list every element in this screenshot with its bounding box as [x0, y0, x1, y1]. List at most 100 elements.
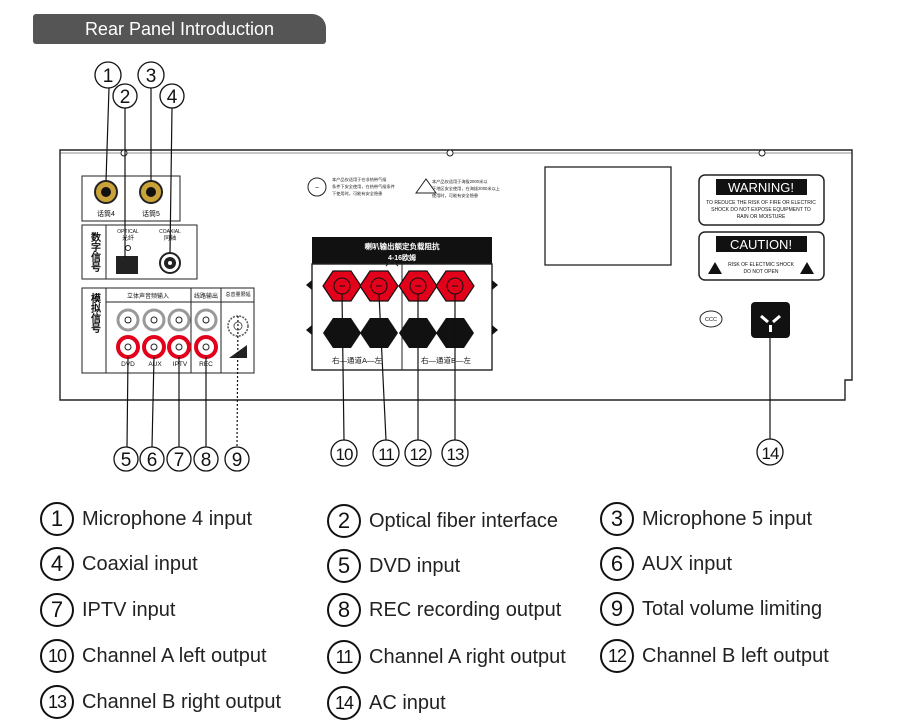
callout-9: 9	[224, 446, 250, 472]
notice-altitude: 本产品仅适用于海拔2000米以 下地区安全使用，在海拔2000米以上 使用时，可…	[415, 178, 500, 199]
callout-6: 6	[139, 446, 165, 472]
legend-number: 3	[600, 502, 634, 536]
optical-label-en: OPTICAL	[117, 229, 139, 235]
mic5-label: 话筒5	[142, 209, 160, 218]
leader-lines	[105, 87, 771, 448]
channel-a-label: 右—通道A—左	[332, 355, 383, 365]
legend-label: Channel A right output	[369, 645, 566, 668]
speaker-output-block: 喇叭输出额定负载阻抗 4-16欧姆	[306, 237, 498, 371]
volume-limit-label: 总音量限幅	[225, 291, 250, 298]
legend-number: 10	[40, 639, 74, 673]
optical-label-cn: 光纤	[122, 234, 134, 242]
svg-text:~: ~	[315, 185, 319, 192]
legend-label: Optical fiber interface	[369, 509, 558, 532]
legend-label: Microphone 4 input	[82, 507, 253, 530]
callout-4: 4	[159, 83, 185, 109]
callout-1: 1	[94, 61, 122, 89]
legend-number: 2	[327, 504, 361, 538]
legend-number: 12	[600, 639, 634, 673]
legend-item-3: 3 Microphone 5 input	[600, 499, 812, 539]
svg-text:13: 13	[447, 445, 464, 464]
svg-text:SHOCK DO NOT EXPOSE EQUIPMENT: SHOCK DO NOT EXPOSE EQUIPMENT TO	[711, 207, 811, 213]
rear-panel-diagram: 话筒4 话筒5 数字信号 OPTICAL 光纤 COAXIAL 同轴 模拟信号 …	[59, 61, 853, 472]
legend-label: DVD input	[369, 554, 461, 577]
svg-text:9: 9	[232, 450, 243, 471]
optical-port	[116, 256, 138, 274]
svg-text:条件下安全使用，在热带气候条件: 条件下安全使用，在热带气候条件	[332, 183, 395, 190]
legend-number: 4	[40, 547, 74, 581]
legend-item-1: 1 Microphone 4 input	[40, 499, 252, 539]
channel-b-label: 右—通道B—左	[421, 355, 472, 365]
legend-number: 5	[327, 549, 361, 583]
callout-8: 8	[193, 446, 219, 472]
callout-11: 11	[372, 439, 400, 467]
callout-2: 2	[112, 83, 138, 109]
speaker-header-line2: 4-16欧姆	[388, 253, 416, 262]
legend-label: Channel B right output	[82, 690, 282, 713]
svg-text:6: 6	[147, 450, 158, 471]
callout-10: 10	[330, 439, 358, 467]
legend-label: Coaxial input	[82, 552, 198, 575]
legend-label: REC recording output	[369, 598, 562, 621]
legend-number: 6	[600, 547, 634, 581]
legend-item-14: 14 AC input	[327, 683, 446, 723]
digital-group-label: 数字信号	[89, 231, 101, 273]
callout-12: 12	[404, 439, 432, 467]
legend-number: 13	[40, 685, 74, 719]
svg-text:下使用时，可能有安全隐患: 下使用时，可能有安全隐患	[332, 190, 382, 197]
legend-item-11: 11 Channel A right output	[327, 637, 566, 677]
legend-item-12: 12 Channel B left output	[600, 636, 829, 676]
mic4-label: 话筒4	[97, 209, 115, 218]
callout-7: 7	[166, 446, 192, 472]
callout-5: 5	[113, 446, 139, 472]
ccc-mark: CCC	[699, 310, 723, 328]
svg-text:RAIN OR MOISTURE: RAIN OR MOISTURE	[737, 214, 786, 220]
svg-text:3: 3	[146, 66, 157, 87]
legend-item-5: 5 DVD input	[327, 546, 460, 586]
caution-title: CAUTION!	[730, 237, 792, 252]
legend-number: 8	[327, 593, 361, 627]
caution-label: CAUTION! RISK OF ELECTMIC SHOCK DO NOT O…	[698, 231, 825, 281]
svg-text:本产品仅适用于在非热带气候: 本产品仅适用于在非热带气候	[332, 176, 387, 183]
svg-text:10: 10	[336, 445, 353, 464]
legend-item-8: 8 REC recording output	[327, 590, 561, 630]
analog-section	[81, 287, 255, 374]
svg-text:RISK OF ELECTMIC SHOCK: RISK OF ELECTMIC SHOCK	[728, 262, 795, 268]
display-window	[544, 166, 672, 266]
legend-number: 14	[327, 686, 361, 720]
page-title: Rear Panel Introduction	[33, 14, 326, 44]
legend-label: AUX input	[642, 552, 733, 575]
callout-14: 14	[756, 438, 784, 466]
svg-text:使用时，可能有安全隐患: 使用时，可能有安全隐患	[432, 192, 478, 199]
analog-group-label: 模拟信号	[89, 292, 101, 334]
ac-input-socket	[751, 302, 790, 338]
line-out-label: 线路输出	[194, 292, 218, 300]
svg-text:2: 2	[120, 87, 131, 108]
callout-13: 13	[441, 439, 469, 467]
svg-text:7: 7	[174, 450, 185, 471]
warning-label: WARNING! TO REDUCE THE RISK OF FIRE OR E…	[698, 174, 825, 226]
notice-tropical: ~ 本产品仅适用于在非热带气候 条件下安全使用，在热带气候条件 下使用时，可能有…	[307, 176, 395, 197]
legend-label: Total volume limiting	[642, 597, 823, 620]
legend-number: 1	[40, 502, 74, 536]
channel-a-right-terminal	[359, 270, 399, 348]
svg-text:5: 5	[121, 450, 132, 471]
legend-number: 9	[600, 592, 634, 626]
svg-text:8: 8	[201, 450, 212, 471]
input-label-aux: AUX	[148, 361, 162, 368]
chassis-outline	[59, 149, 853, 401]
legend-item-13: 13 Channel B right output	[40, 682, 281, 722]
rca-dvd	[116, 308, 140, 359]
svg-text:11: 11	[378, 445, 394, 464]
svg-text:14: 14	[762, 444, 779, 463]
legend-item-7: 7 IPTV input	[40, 590, 175, 630]
speaker-header-line1: 喇叭输出额定负载阻抗	[365, 241, 440, 251]
legend-label: Channel B left output	[642, 644, 829, 667]
legend-item-6: 6 AUX input	[600, 544, 732, 584]
legend-number: 11	[327, 640, 361, 674]
svg-text:CCC: CCC	[705, 317, 717, 323]
svg-text:12: 12	[410, 445, 427, 464]
screw-hole	[758, 149, 766, 157]
legend-item-2: 2 Optical fiber interface	[327, 501, 558, 541]
warning-title: WARNING!	[728, 180, 794, 195]
